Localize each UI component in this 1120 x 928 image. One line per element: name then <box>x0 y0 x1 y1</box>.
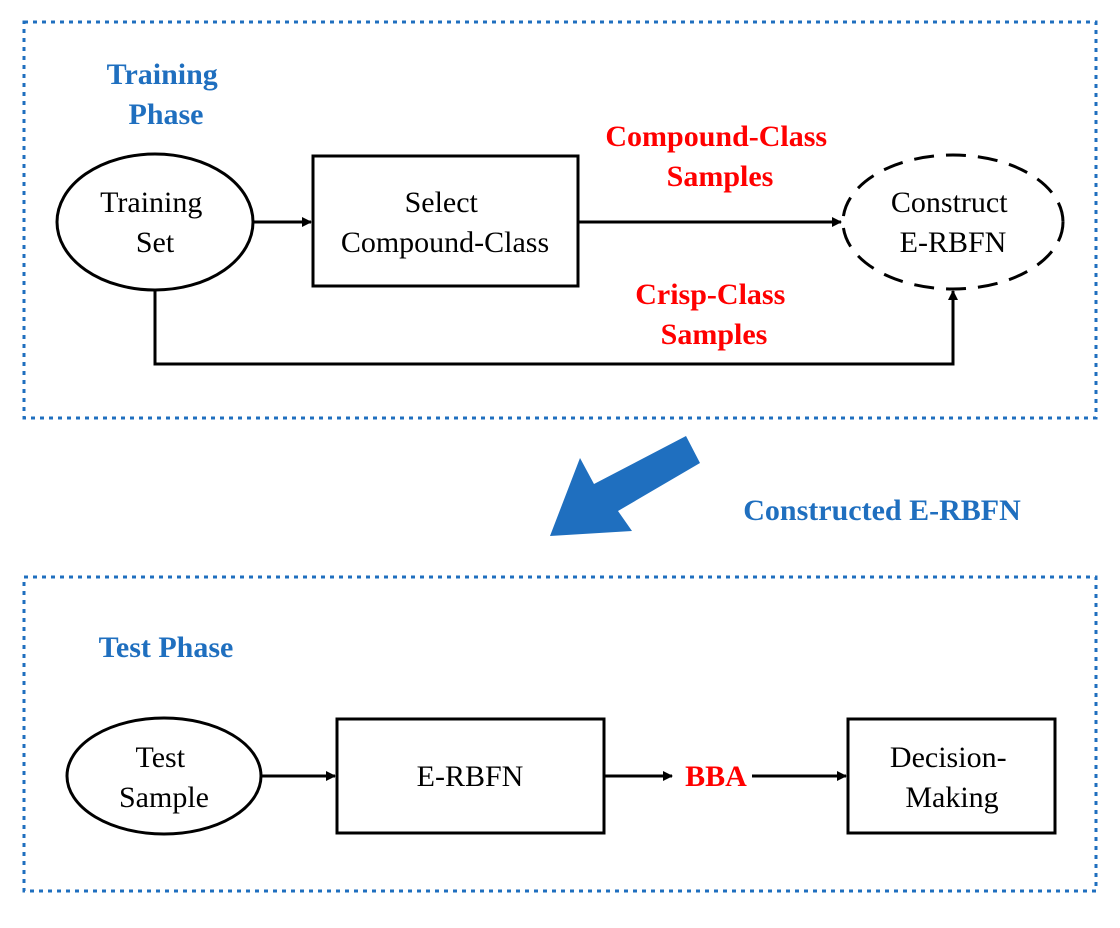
svg-text:Test Sample: Test Sample <box>119 741 209 814</box>
decision-label-1: Decision- <box>890 741 1007 774</box>
construct-erbfn-node: Construct E-RBFN <box>841 153 1065 291</box>
arrow-training-to-construct-crisp <box>153 290 958 366</box>
decision-label-2: Making <box>905 781 998 814</box>
construct-label-1: Construct <box>891 186 1008 219</box>
training-set-label-1: Training <box>100 186 202 219</box>
test-sample-node: Test Sample <box>65 716 263 836</box>
test-sample-label-1: Test <box>135 741 185 774</box>
constructed-erbfn-label: Constructed E-RBFN <box>743 494 1021 527</box>
svg-text:Training Set: Training Set <box>100 186 210 259</box>
select-label-1: Select <box>405 186 479 219</box>
training-phase-frame <box>22 20 1098 420</box>
test-sample-label-2: Sample <box>119 781 209 814</box>
svg-text:Construct E-RBFN: Construct E-RBFN <box>891 186 1015 259</box>
training-phase-title: Training Phase <box>107 58 226 131</box>
erbfn-label: E-RBFN <box>417 760 524 793</box>
erbfn-node: E-RBFN <box>335 717 606 835</box>
test-phase-title: Test Phase <box>99 631 234 664</box>
decision-making-node: Decision- Making <box>846 717 1057 835</box>
svg-text:Decision- Making: Decision- Making <box>890 741 1014 814</box>
training-set-node: Training Set <box>55 152 255 292</box>
bba-label: BBA <box>685 760 747 793</box>
select-label-2: Compound-Class <box>341 226 549 259</box>
construct-label-2: E-RBFN <box>900 226 1007 259</box>
big-transfer-arrow-icon <box>550 436 700 536</box>
crisp-class-samples-label: Crisp-Class Samples <box>635 278 793 351</box>
compound-class-samples-label: Compound-Class Samples <box>605 120 834 193</box>
select-compound-class-node: Select Compound-Class <box>311 154 580 288</box>
svg-text:Select Compound-Class: Select Compound-Class <box>341 186 549 259</box>
training-set-label-2: Set <box>136 226 175 259</box>
